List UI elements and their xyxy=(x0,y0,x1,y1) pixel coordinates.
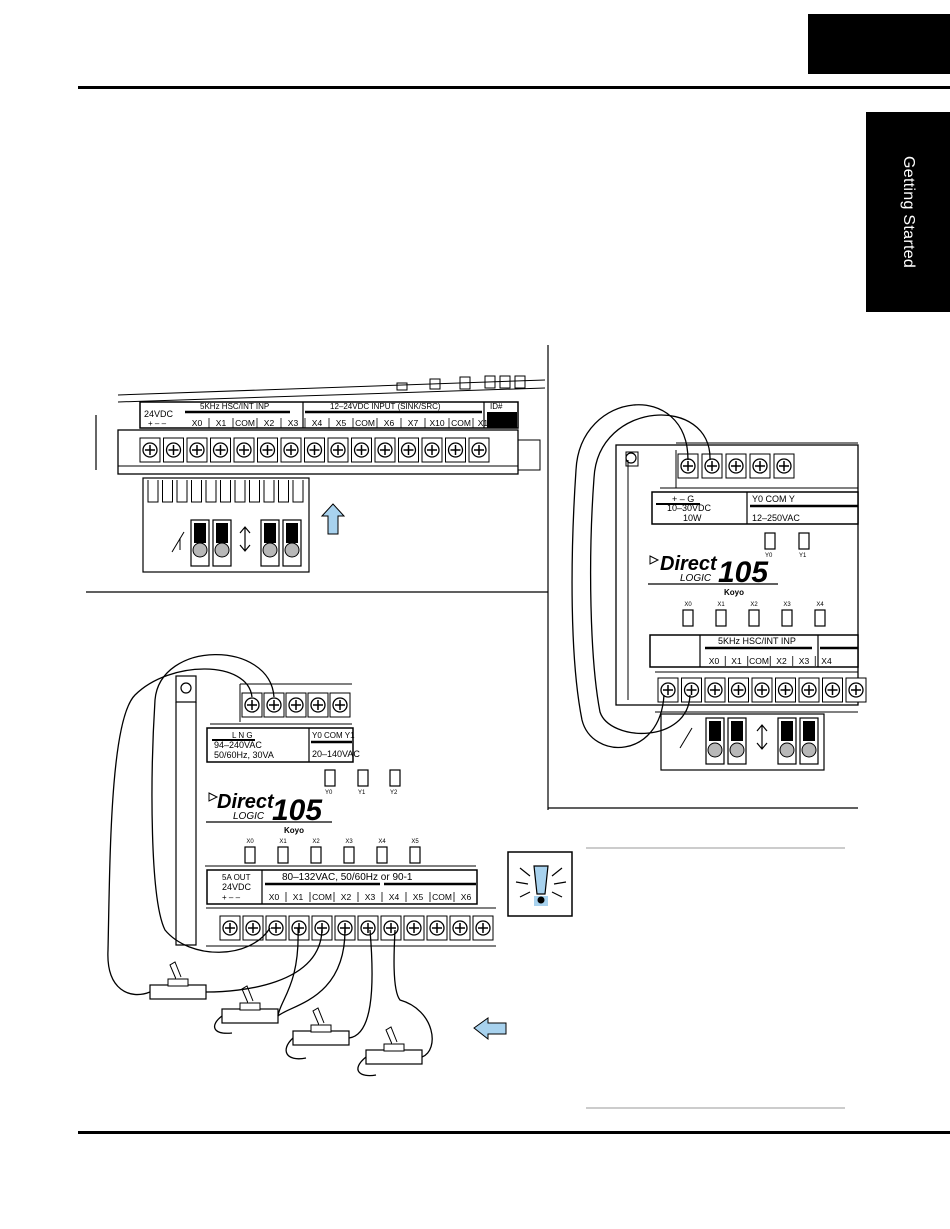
top-group-right: 12–24VDC INPUT (SINK/SRC) xyxy=(330,402,441,411)
chapter-number-box xyxy=(808,14,950,74)
toggle-switch-1 xyxy=(149,961,207,1000)
bottom-input-labels: X0 X1 COM X2 X3 X4 X5 COM X6 xyxy=(269,892,472,902)
toggle-switch-3 xyxy=(292,1007,350,1046)
arrow-up-icon xyxy=(320,503,346,535)
bottom-top-screws xyxy=(241,692,351,718)
bottom-led-input-1: X1 xyxy=(279,839,287,845)
bottom-led-input-5: X5 xyxy=(411,839,419,845)
bottom-out-pm: + – – xyxy=(222,893,241,902)
right-led-input-2: X2 xyxy=(750,602,758,608)
bottom-input-label-2: COM xyxy=(312,892,332,902)
bottom-led-input-0: X0 xyxy=(246,839,254,845)
bottom-brand-direct: Direct xyxy=(217,791,275,813)
right-input-labels: X0 X1 COM X2 X3 X4 xyxy=(709,656,832,666)
bottom-out-label-2: 24VDC xyxy=(222,882,252,892)
bottom-led-inputs: X0 X1 X2 X3 X4 X5 xyxy=(244,839,421,864)
right-input-group: 5KHz HSC/INT INP xyxy=(718,636,796,646)
top-terminal-label-1: X1 xyxy=(216,418,227,428)
bottom-led-y0: Y0 xyxy=(325,790,333,796)
right-output-rating: 12–250VAC xyxy=(752,513,800,523)
right-led-input-4: X4 xyxy=(816,602,824,608)
bottom-output-rating: 20–140VAC xyxy=(312,749,360,759)
right-power-label: + – G xyxy=(672,494,694,504)
right-bottom-screws xyxy=(657,677,867,703)
bottom-input-label-5: X4 xyxy=(389,892,400,902)
right-led-input-0: X0 xyxy=(684,602,692,608)
top-terminal-label-11: COM xyxy=(451,418,471,428)
toggle-switch-4 xyxy=(365,1026,423,1065)
right-top-screws xyxy=(677,453,795,479)
bottom-input-label-1: X1 xyxy=(293,892,304,902)
side-tab-label: Getting Started xyxy=(900,155,917,269)
bottom-led-input-2: X2 xyxy=(312,839,320,845)
top-terminal-label-8: X6 xyxy=(384,418,395,428)
right-input-label-0: X0 xyxy=(709,656,720,666)
top-terminal-label-12: X11 xyxy=(478,418,493,428)
right-brand-maker: Koyo xyxy=(724,588,744,597)
right-input-label-3: X2 xyxy=(776,656,787,666)
bottom-input-label-8: X6 xyxy=(461,892,472,902)
bottom-input-label-0: X0 xyxy=(269,892,280,902)
bottom-input-label-4: X3 xyxy=(365,892,376,902)
bottom-brand-logic: LOGIC xyxy=(233,811,265,822)
top-terminal-label-10: X10 xyxy=(429,418,444,428)
bottom-input-label-7: COM xyxy=(432,892,452,902)
figure-bottom: L N G 94–240VAC 50/60Hz, 30VA Y0 COM Y1 … xyxy=(107,653,507,1077)
bottom-power-label: L N G xyxy=(232,731,253,740)
top-dip-teeth xyxy=(147,480,304,503)
right-power-rating-1: 10–30VDC xyxy=(667,503,712,513)
top-terminal-label-9: X7 xyxy=(408,418,419,428)
right-led-input-1: X1 xyxy=(717,602,725,608)
bottom-led-input-4: X4 xyxy=(378,839,386,845)
bottom-input-rating: 80–132VAC, 50/60Hz or 90-1 xyxy=(282,872,413,883)
bottom-output-head: Y0 COM Y1 xyxy=(312,731,355,740)
bottom-power-rating-2: 50/60Hz, 30VA xyxy=(214,750,274,760)
bottom-led-y1: Y1 xyxy=(358,790,366,796)
right-led-y0: Y0 xyxy=(765,553,773,559)
right-input-label-5: X4 xyxy=(821,656,832,666)
top-24vdc-label: 24VDC xyxy=(144,409,174,419)
bottom-power-rating-1: 94–240VAC xyxy=(214,740,262,750)
top-pm-label: + – – xyxy=(148,419,167,428)
top-terminal-label-7: COM xyxy=(355,418,375,428)
right-output-head: Y0 COM Y xyxy=(752,494,795,504)
top-terminal-label-5: X4 xyxy=(312,418,323,428)
bottom-bottom-screws xyxy=(219,915,494,941)
side-tab-label-wrap: Getting Started xyxy=(866,112,950,312)
right-led-y1: Y1 xyxy=(799,553,807,559)
top-id-label: ID# xyxy=(490,402,503,411)
header-rule xyxy=(78,86,950,89)
right-input-label-1: X1 xyxy=(731,656,742,666)
right-brand-logic: LOGIC xyxy=(680,573,712,584)
bottom-out-label-1: 5A OUT xyxy=(222,873,251,882)
bottom-input-label-6: X5 xyxy=(413,892,424,902)
top-terminal-label-4: X3 xyxy=(288,418,299,428)
right-power-rating-2: 10W xyxy=(683,513,702,523)
right-led-inputs: X0 X1 X2 X3 X4 xyxy=(682,602,826,627)
right-input-label-2: COM xyxy=(749,656,769,666)
right-led-input-3: X3 xyxy=(783,602,791,608)
top-terminal-screws xyxy=(139,437,490,463)
top-terminal-labels: X0 X1 COM X2 X3 X4 X5 COM X6 X7 X10 COM X11 xyxy=(192,418,493,428)
bottom-led-y2: Y2 xyxy=(390,790,398,796)
top-group-left: 5KHz HSC/INT INP xyxy=(200,402,269,411)
right-brand-direct: Direct xyxy=(660,553,718,575)
figure-right: + – G 10–30VDC 10W Y0 COM Y 12–250VAC Y0… xyxy=(571,404,867,771)
top-terminal-label-2: COM xyxy=(235,418,255,428)
figure-top: 24VDC + – – 5KHz HSC/INT INP 12–24VDC IN… xyxy=(95,375,546,573)
top-terminal-label-0: X0 xyxy=(192,418,203,428)
top-terminal-label-6: X5 xyxy=(336,418,347,428)
bottom-led-input-3: X3 xyxy=(345,839,353,845)
bottom-input-label-3: X2 xyxy=(341,892,352,902)
right-input-label-4: X3 xyxy=(799,656,810,666)
bottom-brand-maker: Koyo xyxy=(284,826,304,835)
footer-rule xyxy=(78,1131,950,1134)
arrow-left-icon xyxy=(473,1017,507,1041)
side-tab[interactable] xyxy=(866,112,950,312)
top-terminal-label-3: X2 xyxy=(264,418,275,428)
warning-icon xyxy=(507,851,573,917)
